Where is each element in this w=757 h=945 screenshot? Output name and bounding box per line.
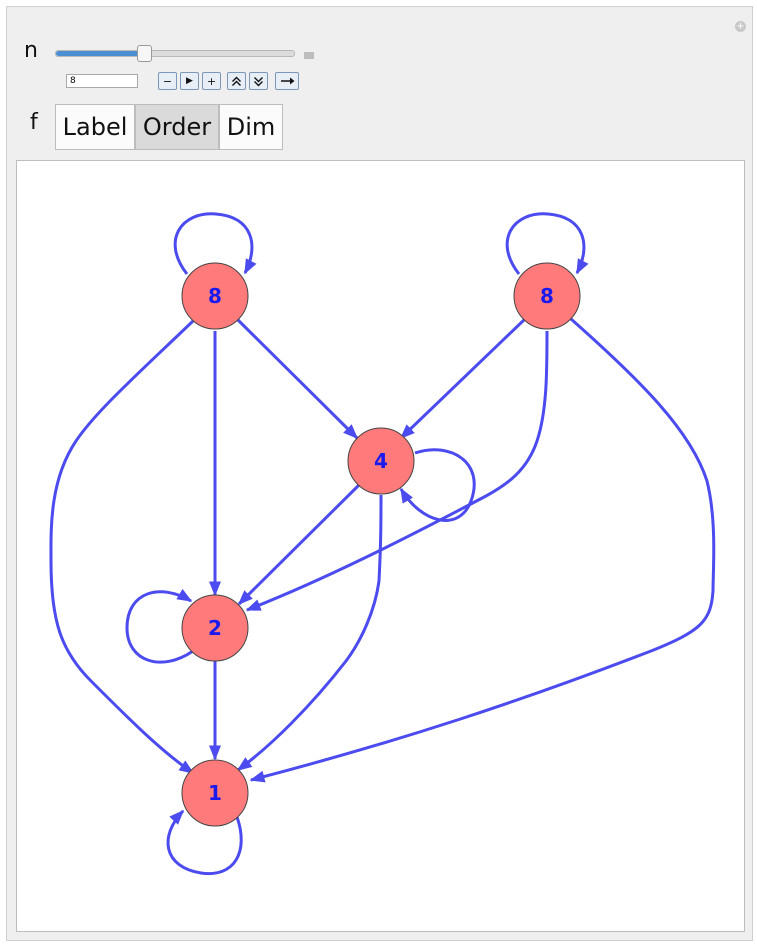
graph-output: 8 8 4 2 1 <box>16 160 745 932</box>
vertex-circle <box>347 427 415 495</box>
edge-loop-1 <box>166 809 243 876</box>
vertex-v8a: 8 <box>181 262 249 330</box>
edge-8a-4 <box>235 317 359 440</box>
edge-4-2 <box>237 483 361 606</box>
slower-button[interactable] <box>249 72 268 90</box>
double-down-icon <box>254 76 263 86</box>
graph-plot: 8 8 4 2 1 <box>49 212 716 876</box>
play-icon: ▶ <box>186 76 193 86</box>
n-slider[interactable] <box>55 45 295 62</box>
edge-8b-2 <box>245 330 549 612</box>
vertex-circle <box>181 262 249 330</box>
edge-8b-1 <box>249 317 716 783</box>
edge-4-1 <box>236 494 383 772</box>
vertex-label: 4 <box>374 449 388 473</box>
right-arrow-icon <box>280 77 294 85</box>
minus-icon[interactable] <box>304 52 314 59</box>
slider-thumb[interactable] <box>137 45 153 62</box>
increment-button[interactable]: + <box>202 72 221 90</box>
minus-icon: − <box>162 74 173 88</box>
edge-8a-1 <box>49 319 195 775</box>
n-value-input[interactable] <box>66 74 138 88</box>
vertex-v2: 2 <box>181 594 249 662</box>
edge-loop-8b <box>505 212 589 275</box>
vertex-circle <box>181 759 249 827</box>
vertex-circle <box>181 594 249 662</box>
play-button[interactable]: ▶ <box>180 72 199 90</box>
edge-loop-2 <box>125 588 194 664</box>
setter-label[interactable]: Label <box>55 104 135 150</box>
vertex-label: 8 <box>540 284 554 308</box>
edge-8b-4 <box>399 317 527 440</box>
vertex-v4: 4 <box>347 427 415 495</box>
plus-icon: + <box>206 74 217 88</box>
slider-fill <box>56 51 145 56</box>
decrement-button[interactable]: − <box>158 72 177 90</box>
vertex-label: 8 <box>208 284 222 308</box>
vertex-v8b: 8 <box>513 262 581 330</box>
plus-circle-icon[interactable]: + <box>735 21 746 32</box>
vertex-label: 2 <box>208 616 222 640</box>
vertex-v1: 1 <box>181 759 249 827</box>
vertex-label: 1 <box>208 781 222 805</box>
setter-dim[interactable]: Dim <box>219 104 283 150</box>
n-label: n <box>24 38 38 63</box>
edge-loop-8a <box>173 212 257 275</box>
setter-order[interactable]: Order <box>135 104 219 150</box>
f-label: f <box>30 110 38 135</box>
faster-button[interactable] <box>227 72 246 90</box>
direction-button[interactable] <box>275 72 299 90</box>
double-up-icon <box>232 76 241 86</box>
edge-loop-4 <box>399 448 476 522</box>
vertex-circle <box>513 262 581 330</box>
